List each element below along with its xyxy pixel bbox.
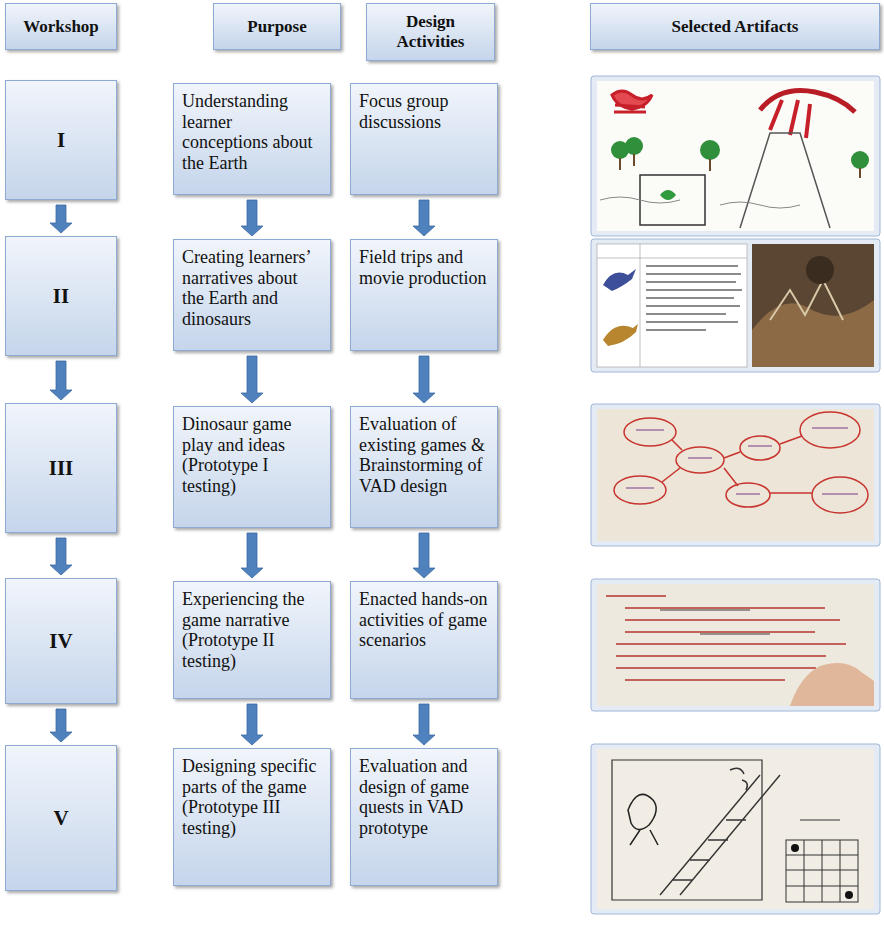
column-header: Workshop bbox=[5, 3, 117, 50]
column-header: Selected Artifacts bbox=[590, 3, 880, 50]
board-sketch bbox=[597, 749, 874, 909]
node-text: Experiencing the game narrative (Prototy… bbox=[182, 589, 322, 672]
node-text: Evaluation and design of game quests in … bbox=[359, 756, 489, 839]
story-sheet-and-photo bbox=[597, 244, 874, 367]
process-box: Evaluation of existing games & Brainstor… bbox=[350, 406, 498, 528]
node-text: Purpose bbox=[247, 17, 307, 37]
block-arrow bbox=[413, 704, 435, 745]
column-header: Purpose bbox=[213, 3, 341, 50]
block-arrow bbox=[50, 709, 72, 742]
process-box: Enacted hands-on activities of game scen… bbox=[350, 581, 498, 699]
block-arrow bbox=[50, 538, 72, 575]
workshop-number-box: II bbox=[5, 236, 117, 356]
process-box: Designing specific parts of the game (Pr… bbox=[173, 748, 331, 886]
node-text: V bbox=[53, 806, 68, 831]
block-arrow bbox=[241, 356, 263, 403]
workshop-number-box: V bbox=[5, 745, 117, 891]
block-arrow bbox=[241, 200, 263, 236]
mind-map-paper bbox=[597, 409, 874, 541]
node-text: Workshop bbox=[23, 17, 99, 37]
node-text: Dinosaur game play and ideas (Prototype … bbox=[182, 414, 322, 497]
block-arrow bbox=[50, 205, 72, 233]
scenario-paper bbox=[597, 584, 874, 706]
process-box: Evaluation and design of game quests in … bbox=[350, 748, 498, 886]
node-text: III bbox=[49, 456, 74, 481]
artifact-frames bbox=[591, 76, 880, 914]
node-text: IV bbox=[49, 629, 72, 654]
block-arrow bbox=[241, 533, 263, 578]
node-text: I bbox=[57, 128, 65, 153]
process-box: Understanding learner conceptions about … bbox=[173, 83, 331, 195]
node-text: Creating learners’ narratives about the … bbox=[182, 247, 322, 330]
node-text: Designing specific parts of the game (Pr… bbox=[182, 756, 322, 839]
node-text: Design Activities bbox=[371, 12, 490, 52]
process-box: Focus group discussions bbox=[350, 83, 498, 195]
earth-drawing bbox=[597, 81, 874, 231]
node-text: Focus group discussions bbox=[359, 91, 489, 132]
column-header: Design Activities bbox=[366, 3, 495, 61]
block-arrow bbox=[241, 704, 263, 745]
node-text: Enacted hands-on activities of game scen… bbox=[359, 589, 489, 651]
node-text: Field trips and movie production bbox=[359, 247, 489, 288]
workshop-number-box: III bbox=[5, 403, 117, 533]
process-box: Experiencing the game narrative (Prototy… bbox=[173, 581, 331, 699]
node-text: Evaluation of existing games & Brainstor… bbox=[359, 414, 489, 497]
block-arrow bbox=[413, 200, 435, 236]
block-arrow bbox=[50, 361, 72, 400]
workshop-number-box: I bbox=[5, 80, 117, 200]
block-arrow bbox=[413, 356, 435, 403]
process-box: Dinosaur game play and ideas (Prototype … bbox=[173, 406, 331, 528]
node-text: Selected Artifacts bbox=[672, 17, 799, 37]
block-arrow bbox=[413, 533, 435, 578]
workshop-number-box: IV bbox=[5, 578, 117, 704]
node-text: Understanding learner conceptions about … bbox=[182, 91, 322, 174]
node-text: II bbox=[53, 284, 69, 309]
process-box: Creating learners’ narratives about the … bbox=[173, 239, 331, 351]
process-box: Field trips and movie production bbox=[350, 239, 498, 351]
